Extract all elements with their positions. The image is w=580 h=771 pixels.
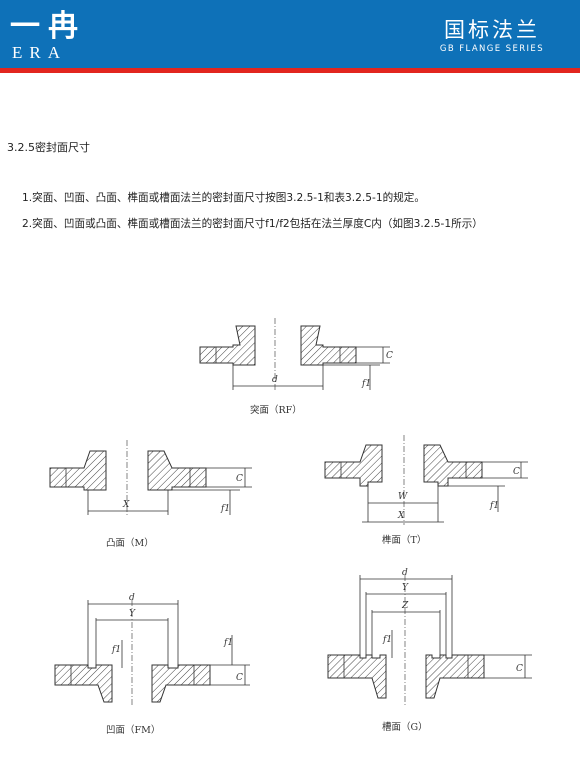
g-caption: 槽面（G） <box>382 721 428 733</box>
header-bar: 一冉 ERA 国标法兰 GB FLANGE SERIES <box>0 0 580 68</box>
rf-label-d: d <box>272 375 278 385</box>
fm-caption: 凹面（FM） <box>106 724 160 736</box>
g-label-c: C <box>516 664 523 674</box>
logo-english: ERA <box>12 43 67 62</box>
m-label-c: C <box>236 474 243 484</box>
fm-label-y: Y <box>129 609 136 619</box>
logo-chinese: 一冉 <box>10 9 86 44</box>
header-subtitle: GB FLANGE SERIES <box>439 44 544 54</box>
header-title: 国标法兰 <box>444 18 540 42</box>
m-label-f1: f1 <box>220 504 230 514</box>
sealing-face-figures: d C f1 突面（RF） X C f1 凸面（M） <box>49 318 532 736</box>
figure-m: X C f1 凸面（M） <box>49 440 252 549</box>
figure-fm: d Y f1 f1 C 凹面（FM） <box>54 593 250 736</box>
rf-caption: 突面（RF） <box>250 404 302 416</box>
section-title: 3.2.5密封面尺寸 <box>7 141 90 154</box>
m-caption: 凸面（M） <box>106 537 154 549</box>
rf-label-f1: f1 <box>361 379 371 389</box>
fm-label-f1-outer: f1 <box>223 638 233 648</box>
figure-g: d Y Z f1 C 槽面（G） <box>327 568 532 733</box>
g-label-f1: f1 <box>382 635 392 645</box>
fm-label-f1-inner: f1 <box>111 645 121 655</box>
paragraph-1: 1.突面、凹面、凸面、榫面或槽面法兰的密封面尺寸按图3.2.5-1和表3.2.5… <box>22 192 425 204</box>
t-label-w: W <box>398 492 408 502</box>
t-label-f1: f1 <box>489 501 499 511</box>
figure-t: W X C f1 榫面（T） <box>324 435 528 546</box>
t-label-x: X <box>397 511 405 521</box>
t-caption: 榫面（T） <box>382 534 426 546</box>
fm-label-c: C <box>236 673 243 683</box>
fm-label-d: d <box>129 593 135 603</box>
rf-label-c: C <box>386 351 393 361</box>
t-label-c: C <box>513 467 520 477</box>
header-red-stripe <box>0 68 580 73</box>
m-label-x: X <box>122 500 130 510</box>
paragraph-2: 2.突面、凹面或凸面、榫面或槽面法兰的密封面尺寸f1/f2包括在法兰厚度C内（如… <box>22 218 483 230</box>
g-label-d: d <box>402 568 408 578</box>
g-label-z: Z <box>401 601 409 611</box>
g-label-y: Y <box>402 583 409 593</box>
figure-rf: d C f1 突面（RF） <box>199 318 393 416</box>
